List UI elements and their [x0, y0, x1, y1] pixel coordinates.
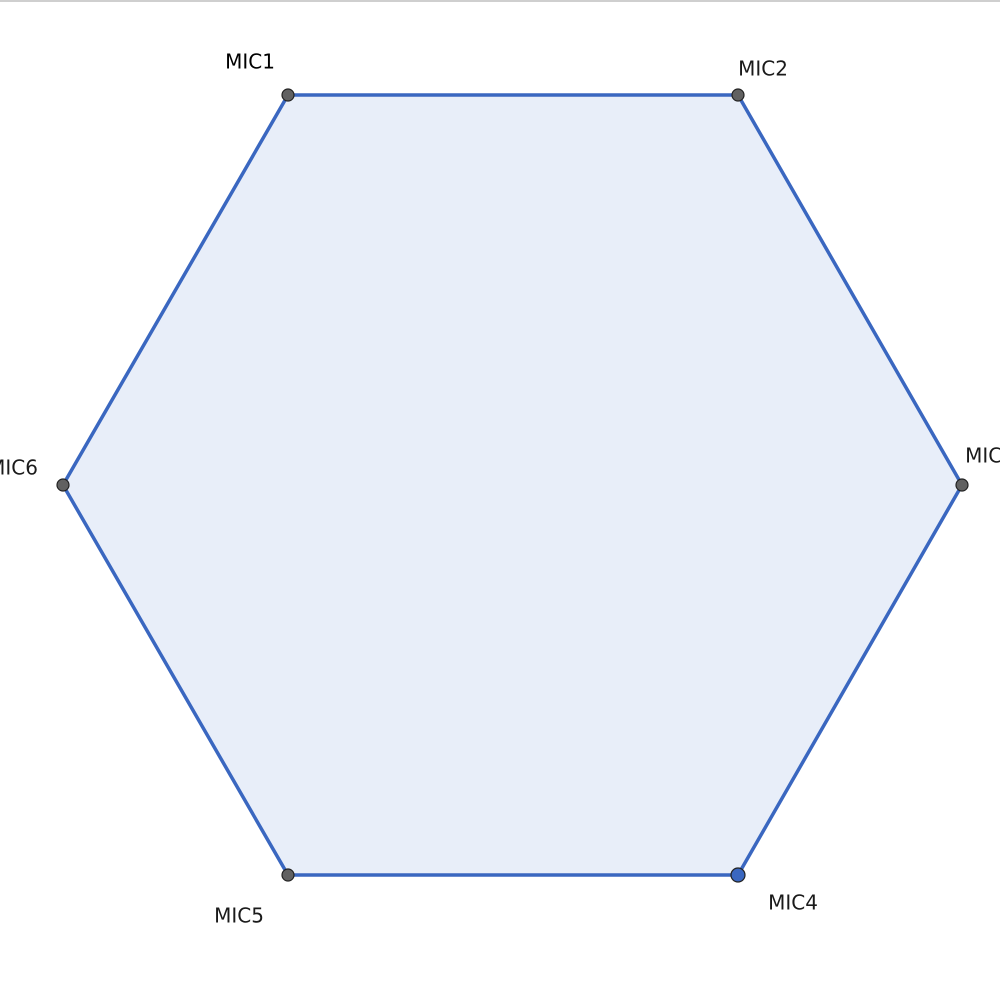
toolbar-divider	[0, 0, 1000, 2]
vertex-label-5: MIC5	[214, 904, 264, 928]
vertex-point-4[interactable]	[730, 867, 746, 883]
vertex-label-6: MIC6	[0, 456, 38, 480]
hexagon-edge-2[interactable]	[736, 93, 964, 487]
vertex-point-5[interactable]	[281, 868, 295, 882]
vertex-label-2: MIC2	[738, 57, 788, 81]
vertex-point-2[interactable]	[731, 88, 745, 102]
vertex-point-3[interactable]	[955, 478, 969, 492]
hexagon-polygon[interactable]	[63, 95, 962, 875]
vertex-point-6[interactable]	[56, 478, 70, 492]
vertex-label-4: MIC4	[768, 891, 818, 915]
hexagon-edge-5[interactable]	[61, 483, 290, 877]
vertex-label-3: MIC3	[965, 444, 1000, 468]
vertex-label-1: MIC1	[225, 50, 275, 74]
vertex-point-1[interactable]	[281, 88, 295, 102]
hexagon-edge-6[interactable]	[61, 93, 290, 487]
hexagon-edge-3[interactable]	[736, 483, 964, 877]
